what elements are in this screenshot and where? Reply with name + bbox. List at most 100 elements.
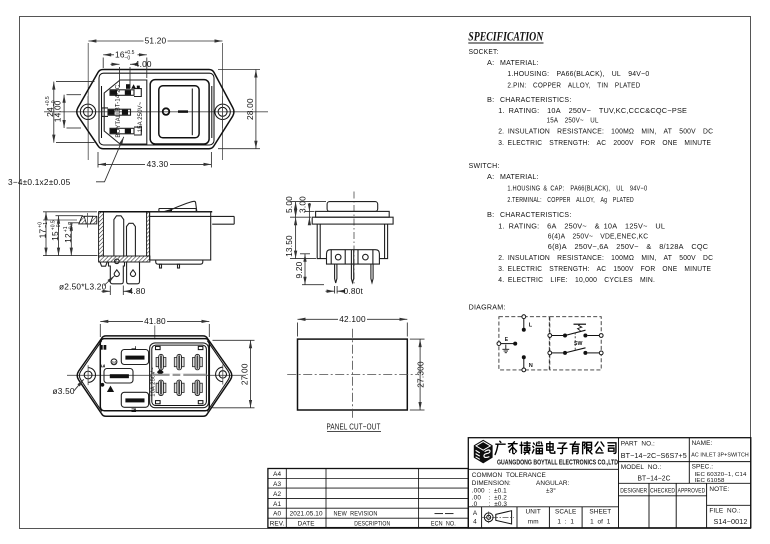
svg-text:15: 15 xyxy=(50,231,60,241)
svg-text:+0.5: +0.5 xyxy=(45,96,51,106)
svg-text:UNIT: UNIT xyxy=(526,509,541,516)
svg-text:3−4±0.1x2±0.05: 3−4±0.1x2±0.05 xyxy=(8,177,71,187)
svg-text:2.TERMINAL: COPPER ALLOY, A: 2.TERMINAL: COPPER ALLOY, Ag PLATED xyxy=(507,195,634,204)
svg-text:A2: A2 xyxy=(273,491,281,498)
svg-text:2021.05.10: 2021.05.10 xyxy=(290,511,323,518)
svg-text:SW: SW xyxy=(574,341,582,347)
svg-text:0.80t: 0.80t xyxy=(344,286,364,296)
svg-text:E: E xyxy=(505,337,509,343)
svg-text:REV.: REV. xyxy=(270,520,285,527)
svg-text:10A 250V~: 10A 250V~ xyxy=(151,367,157,397)
svg-text:B:: B: xyxy=(487,95,494,104)
svg-text:ANGULAR:: ANGULAR: xyxy=(536,480,570,487)
svg-text:.0 : ±0.3: .0 : ±0.3 xyxy=(472,501,508,508)
svg-text:1 of 1: 1 of 1 xyxy=(590,518,611,525)
svg-text:CHARACTERISTICS:: CHARACTERISTICS: xyxy=(500,95,572,104)
svg-text:14.00: 14.00 xyxy=(53,100,63,122)
svg-text:A:: A: xyxy=(487,172,494,181)
svg-text:+1: +1 xyxy=(63,226,69,232)
svg-text:24: 24 xyxy=(45,107,55,117)
svg-text:17: 17 xyxy=(37,229,47,239)
svg-text:GUANGDONG BOYTALL ELECTRONICS: GUANGDONG BOYTALL ELECTRONICS CO.,LTD xyxy=(497,457,618,466)
svg-text:N: N xyxy=(132,408,138,412)
svg-text:.000 : ±0.1: .000 : ±0.1 xyxy=(472,487,507,494)
svg-text:DESIGNER: DESIGNER xyxy=(620,488,647,495)
svg-text:15A 250V~ UL: 15A 250V~ UL xyxy=(547,116,599,125)
svg-text:NOTE:: NOTE: xyxy=(709,486,729,493)
svg-text:DIAGRAM:: DIAGRAM: xyxy=(469,302,506,311)
svg-text:6(4)A 250V~ VDE,ENEC,KC: 6(4)A 250V~ VDE,ENEC,KC xyxy=(548,232,649,241)
svg-text:3. ELECTRIC STRENGTH: AC 20: 3. ELECTRIC STRENGTH: AC 2000V FOR ONE M… xyxy=(498,138,711,147)
svg-text:DESCRIPTION: DESCRIPTION xyxy=(354,520,390,527)
svg-text:−0.5: −0.5 xyxy=(69,222,75,232)
svg-text:4.00: 4.00 xyxy=(135,59,152,69)
svg-text:SPECIFICATION: SPECIFICATION xyxy=(468,30,544,44)
svg-text:PANEL CUT−OUT: PANEL CUT−OUT xyxy=(327,422,381,432)
svg-text:E: E xyxy=(101,364,107,368)
svg-text:A3: A3 xyxy=(273,481,281,488)
svg-text:27.300: 27.300 xyxy=(416,361,426,388)
svg-text:APPROVED: APPROVED xyxy=(678,488,706,495)
svg-text:1. RATING: 10A 250V~ TUV,KC: 1. RATING: 10A 250V~ TUV,KC,CCC&CQC−PSE xyxy=(498,106,687,115)
svg-text:NEW REVISION: NEW REVISION xyxy=(334,511,378,518)
svg-text:SHEET: SHEET xyxy=(589,509,611,516)
svg-text:28.00: 28.00 xyxy=(245,98,255,120)
svg-text:4.80: 4.80 xyxy=(129,286,146,296)
svg-text:4. ELECTRIC LIFE: 10,000 CY: 4. ELECTRIC LIFE: 10,000 CYCLES MIN. xyxy=(498,275,655,284)
svg-text:mm: mm xyxy=(528,518,539,525)
svg-text:3.00: 3.00 xyxy=(298,196,308,213)
svg-text:CHECKED: CHECKED xyxy=(650,488,675,495)
svg-text:1. RATING: 6A 250V~ & 10A: 1. RATING: 6A 250V~ & 10A 125V~ UL xyxy=(498,221,665,230)
svg-text:L: L xyxy=(132,346,138,350)
svg-text:−1: −1 xyxy=(43,222,49,228)
svg-text:9.20: 9.20 xyxy=(294,261,304,278)
svg-text:BT−14−2C: BT−14−2C xyxy=(638,475,671,482)
svg-text:4: 4 xyxy=(473,519,477,526)
svg-text:2. INSULATION RESISTANCE: 10: 2. INSULATION RESISTANCE: 100MΩ MIN, AT … xyxy=(498,127,713,136)
svg-text:MATERIAL:: MATERIAL: xyxy=(500,58,539,67)
svg-text:A0: A0 xyxy=(273,511,281,518)
svg-text:IEC 61058: IEC 61058 xyxy=(695,478,725,484)
svg-text:SPEC.:: SPEC.: xyxy=(692,464,714,471)
svg-text:2. INSULATION RESISTANCE: 10: 2. INSULATION RESISTANCE: 100MΩ MIN, AT … xyxy=(498,253,713,262)
svg-text:SCALE: SCALE xyxy=(555,509,576,516)
svg-text:1 : 1: 1 : 1 xyxy=(557,518,574,525)
svg-text:B:: B: xyxy=(487,210,494,219)
svg-text:CHARACTERISTICS:: CHARACTERISTICS: xyxy=(500,210,572,219)
svg-text:A1: A1 xyxy=(273,501,281,508)
svg-text:MODEL NO.:: MODEL NO.: xyxy=(621,464,662,471)
svg-text:51.20: 51.20 xyxy=(145,36,167,46)
svg-text:PART NO.:: PART NO.: xyxy=(621,440,655,447)
svg-text:41.80: 41.80 xyxy=(144,316,166,326)
svg-text:ECN NO.: ECN NO. xyxy=(431,520,456,527)
svg-text:+0.5: +0.5 xyxy=(125,50,135,56)
svg-text:S14−0012: S14−0012 xyxy=(714,519,748,526)
svg-text:DATE: DATE xyxy=(298,520,315,527)
svg-text:43.30: 43.30 xyxy=(147,159,169,169)
svg-text:12: 12 xyxy=(63,233,73,243)
svg-text:FILE NO.:: FILE NO.: xyxy=(709,508,740,515)
svg-text:A4: A4 xyxy=(273,471,281,478)
svg-text:−0: −0 xyxy=(56,224,62,230)
svg-text:COMMON TOLERANCE: COMMON TOLERANCE xyxy=(472,472,546,479)
svg-text:M: M xyxy=(112,360,116,365)
svg-text:ø2.50*L3.20: ø2.50*L3.20 xyxy=(59,281,107,291)
svg-text:SWITCH:: SWITCH: xyxy=(469,161,500,170)
svg-text:NAME:: NAME: xyxy=(692,440,713,447)
svg-text:16: 16 xyxy=(115,50,125,60)
svg-text:5.00: 5.00 xyxy=(284,196,294,213)
svg-text:27.00: 27.00 xyxy=(240,363,250,385)
svg-text:1.HOUSING: PA66(BLACK), UL: 1.HOUSING: PA66(BLACK), UL 94V−0 xyxy=(507,69,649,78)
svg-text:13.50: 13.50 xyxy=(284,235,294,257)
svg-text:6(8)A 250V~,6A 250V~ & 8/1: 6(8)A 250V~,6A 250V~ & 8/128A CQC xyxy=(548,242,709,251)
svg-text:BT-14-2C: BT-14-2C xyxy=(115,84,121,111)
svg-text:1.HOUSING & CAP: PA66(BLACK),: 1.HOUSING & CAP: PA66(BLACK), UL 94V−0 xyxy=(507,183,647,192)
svg-text:BOYTALL: BOYTALL xyxy=(116,110,122,138)
svg-text:BT−14−2C−S6S7+5: BT−14−2C−S6S7+5 xyxy=(621,453,687,460)
svg-text:ø3.50: ø3.50 xyxy=(53,386,75,396)
svg-text:A: A xyxy=(473,510,478,517)
svg-text:15A 250V~: 15A 250V~ xyxy=(138,101,144,132)
svg-text:−0: −0 xyxy=(125,55,131,61)
svg-text:SOCKET:: SOCKET: xyxy=(469,47,499,56)
svg-text:2.PIN: COPPER ALLOY, TIN P: 2.PIN: COPPER ALLOY, TIN PLATED xyxy=(507,80,640,89)
